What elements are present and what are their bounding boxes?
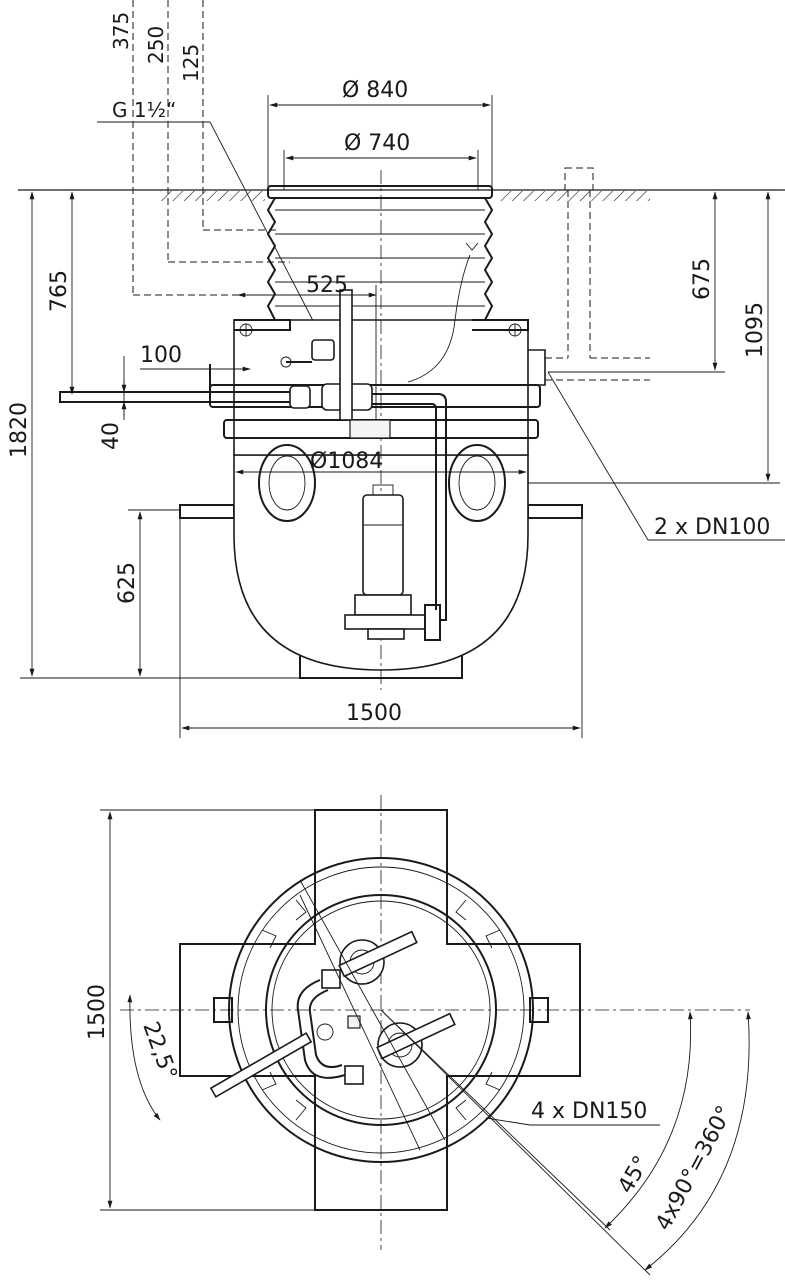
dim-250: 250	[144, 26, 168, 64]
label-4xdn150: 4 x DN150	[531, 1099, 647, 1124]
dim-inner-diameter: Ø 740	[344, 131, 410, 156]
dim-angle-22-5: 22,5°	[137, 1019, 181, 1084]
pipework	[59, 242, 479, 621]
dim-100: 100	[140, 343, 182, 368]
label-thread-size: G 1½“	[112, 98, 176, 122]
dim-1820: 1820	[7, 402, 32, 458]
label-2xdn100: 2 x DN100	[654, 515, 770, 540]
pump	[344, 484, 441, 641]
vent-pipe	[545, 167, 650, 381]
corrugated-shaft	[266, 185, 494, 321]
dim-375: 375	[109, 12, 133, 50]
dim-1500-side: 1500	[346, 701, 402, 726]
side-view: 375 250 125 Ø 840 Ø 740 G 1½“	[7, 0, 785, 738]
dim-angle-45: 45°	[614, 1152, 655, 1198]
dim-765: 765	[47, 270, 72, 312]
top-pumps	[209, 930, 456, 1098]
dim-765-lines	[60, 189, 110, 395]
inlet-openings	[258, 444, 506, 522]
dim-525: 525	[306, 273, 348, 298]
dim-125: 125	[179, 44, 203, 82]
dim-body-diameter: Ø1084	[310, 449, 383, 474]
dim-40: 40	[99, 422, 124, 450]
rib-notches	[261, 899, 501, 1121]
dim-outer-diameter: Ø 840	[342, 78, 408, 103]
top-view: 1500 22,5° 4 x DN150 45° 4x90°=360°	[85, 795, 751, 1276]
dim-625: 625	[115, 562, 140, 604]
dim-top-diameters	[267, 95, 493, 190]
ground-line	[18, 189, 785, 201]
dim-675: 675	[690, 258, 715, 300]
dim-1095: 1095	[743, 302, 768, 358]
dim-1500-top: 1500	[85, 984, 110, 1040]
